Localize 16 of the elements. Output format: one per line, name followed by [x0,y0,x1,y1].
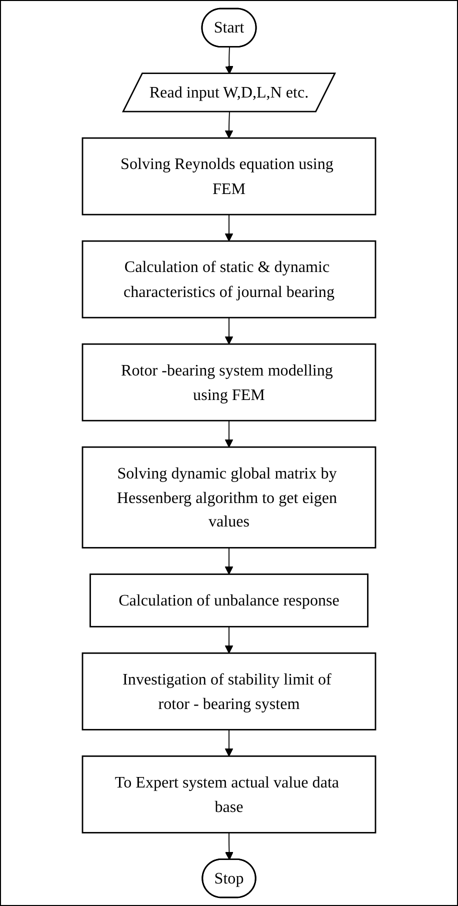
node-box: Solving dynamic global matrix by Hessenberg algorithm to get eigen values [82,446,376,548]
arrow [224,547,234,575]
node-box: Rotor -bearing system modelling using FEM [82,343,376,422]
node-box: Calculation of static & dynamic characteristics of journal bearing [82,240,376,318]
arrow [225,46,234,74]
arrow [224,729,234,757]
node-box: Calculation of unbalance response [90,574,368,628]
arrow [224,214,234,242]
node-box: Solving Reynolds equation using FEM [82,137,376,216]
arrow [225,832,234,860]
node-box: Investigation of stability limit of rotor - bearing system [82,652,376,730]
arrow [224,112,234,138]
node-box: To Expert system actual value data base [82,755,376,834]
arrow [224,626,234,654]
arrow [224,420,234,448]
arrow [224,317,234,344]
